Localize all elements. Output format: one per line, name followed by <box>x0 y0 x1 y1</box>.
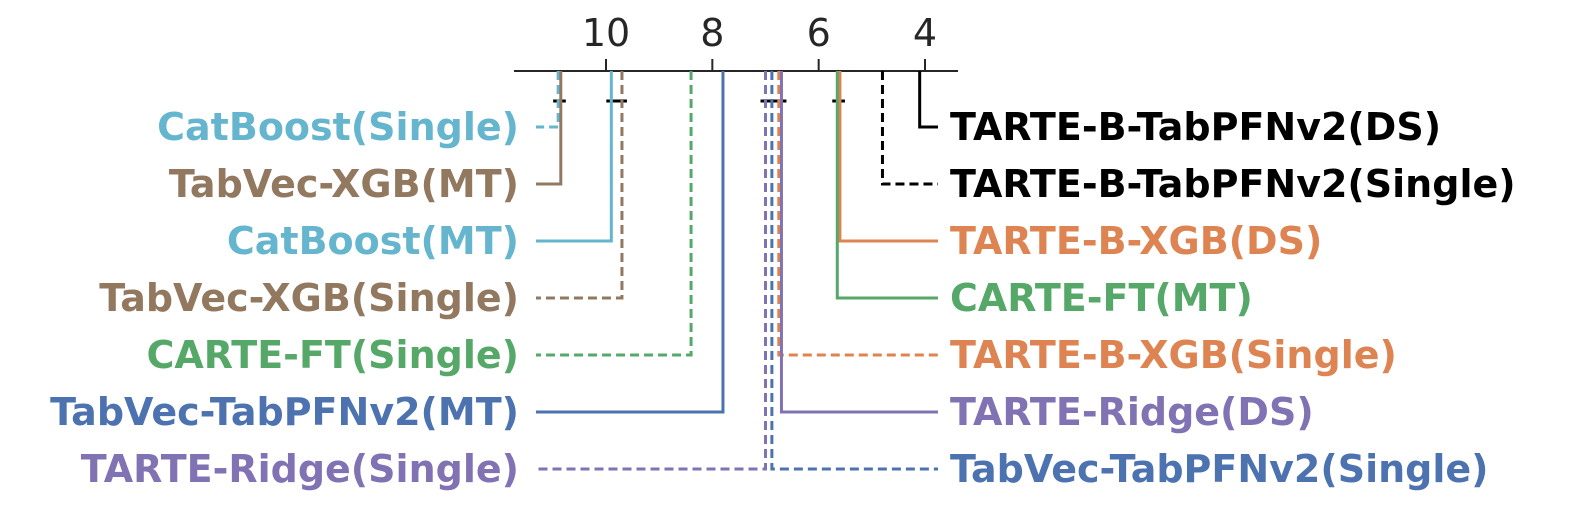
method-label: TARTE-B-TabPFNv2(Single) <box>950 162 1516 206</box>
method-label: CARTE-FT(Single) <box>146 333 519 377</box>
method-connector <box>536 71 624 300</box>
rank-axis: 10 8 6 4 <box>514 11 958 72</box>
method-connector <box>536 71 613 243</box>
method-label: TARTE-Ridge(Single) <box>81 447 519 491</box>
method-label: TabVec-XGB(Single) <box>99 276 519 320</box>
method-label: CatBoost(MT) <box>227 219 519 263</box>
method-connector <box>536 71 693 357</box>
method-label: CARTE-FT(MT) <box>950 276 1253 320</box>
method-connector <box>880 71 938 186</box>
method-connectors <box>536 71 938 471</box>
method-connector <box>838 71 938 243</box>
method-connector <box>779 71 938 414</box>
method-connector <box>918 71 938 129</box>
method-label: TARTE-B-XGB(DS) <box>950 219 1322 263</box>
axis-tick-label: 8 <box>700 11 724 55</box>
method-connector <box>536 71 725 414</box>
axis-tick-label: 10 <box>582 11 630 55</box>
method-connector <box>536 71 560 129</box>
method-connector <box>835 71 938 300</box>
method-label: TabVec-TabPFNv2(MT) <box>50 390 519 434</box>
method-label: CatBoost(Single) <box>157 105 519 149</box>
method-label: TabVec-XGB(MT) <box>169 162 519 206</box>
method-label: TARTE-B-XGB(Single) <box>950 333 1397 377</box>
method-label: TabVec-TabPFNv2(Single) <box>950 447 1489 491</box>
axis-tick-label: 6 <box>807 11 831 55</box>
method-label: TARTE-B-TabPFNv2(DS) <box>950 105 1441 149</box>
method-connector <box>777 71 938 357</box>
method-connector <box>770 71 938 471</box>
method-connector <box>536 71 767 471</box>
method-label: TARTE-Ridge(DS) <box>950 390 1314 434</box>
method-labels: CatBoost(Single) TabVec-XGB(MT) CatBoost(M… <box>50 105 1515 491</box>
method-connector <box>536 71 563 186</box>
axis-tick-label: 4 <box>913 11 937 55</box>
